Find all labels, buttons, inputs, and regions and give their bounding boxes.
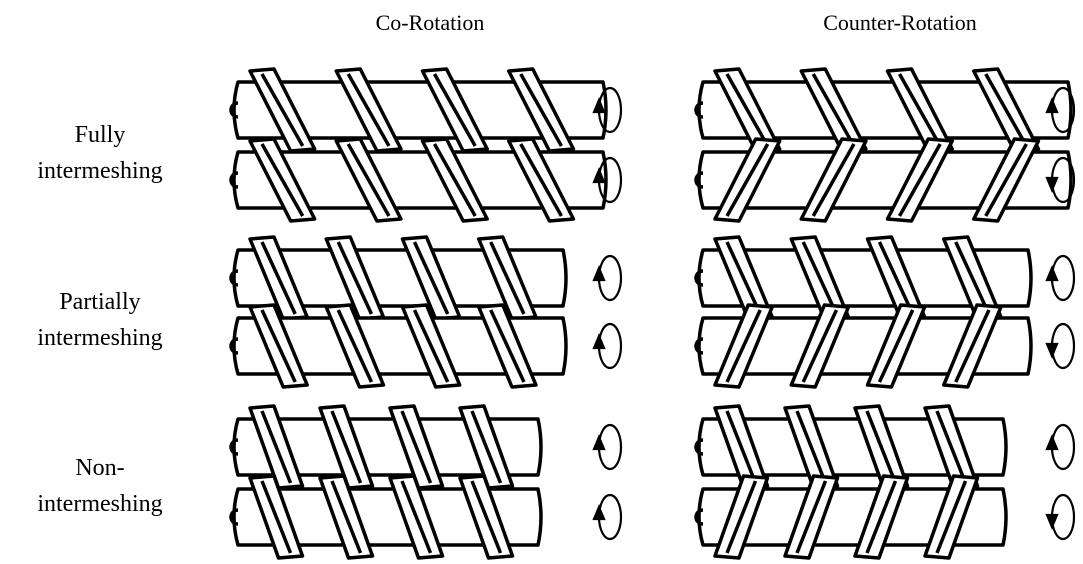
co-rotation-fully-intermeshing-arrow-2-icon (592, 156, 623, 204)
co-rotation-fully-intermeshing-screw-2 (229, 137, 608, 223)
row-label-partially-intermeshing: Partially intermeshing (0, 284, 200, 356)
co-rotation-fully-intermeshing-screw-1 (229, 67, 608, 153)
co-rotation-partially-intermeshing-screw-1 (229, 235, 568, 321)
row-label-line1: Non- (75, 455, 125, 481)
co-rotation-non-intermeshing-arrow-1-icon (592, 423, 623, 471)
counter-rotation-partially-intermeshing-screw-2 (694, 303, 1033, 389)
counter-rotation-partially-intermeshing-arrow-2-icon (1045, 322, 1076, 370)
counter-rotation-non-intermeshing-arrow-1-icon (1045, 423, 1076, 471)
co-rotation-non-intermeshing-arrow-2-icon (592, 493, 623, 541)
co-rotation-non-intermeshing-screw-2 (229, 474, 543, 560)
co-rotation-header: Co-Rotation (375, 10, 485, 35)
row-label-line1: Partially (59, 289, 141, 315)
row-label-line2: intermeshing (37, 325, 163, 351)
co-rotation-fully-intermeshing-arrow-1-icon (592, 86, 623, 134)
counter-rotation-header: Counter-Rotation (823, 10, 977, 35)
counter-rotation-fully-intermeshing-screw-1 (694, 67, 1073, 153)
co-rotation-partially-intermeshing-screw-2 (229, 303, 568, 389)
counter-rotation-fully-intermeshing-screw-2 (694, 137, 1073, 223)
row-label-line2: intermeshing (37, 158, 163, 184)
row-label-non-intermeshing: Non- intermeshing (0, 450, 200, 522)
row-label-fully-intermeshing: Fully intermeshing (0, 117, 200, 189)
counter-rotation-fully-intermeshing-arrow-2-icon (1045, 156, 1076, 204)
counter-rotation-partially-intermeshing-screw-1 (694, 235, 1033, 321)
counter-rotation-fully-intermeshing-arrow-1-icon (1045, 86, 1076, 134)
co-rotation-partially-intermeshing-arrow-2-icon (592, 322, 623, 370)
counter-rotation-non-intermeshing-screw-1 (694, 404, 1008, 490)
counter-rotation-non-intermeshing-arrow-2-icon (1045, 493, 1076, 541)
row-label-line2: intermeshing (37, 491, 163, 517)
counter-rotation-non-intermeshing-screw-2 (694, 474, 1008, 560)
counter-rotation-partially-intermeshing-arrow-1-icon (1045, 254, 1076, 302)
co-rotation-partially-intermeshing-arrow-1-icon (592, 254, 623, 302)
co-rotation-non-intermeshing-screw-1 (229, 404, 543, 490)
row-label-line1: Fully (74, 122, 126, 148)
